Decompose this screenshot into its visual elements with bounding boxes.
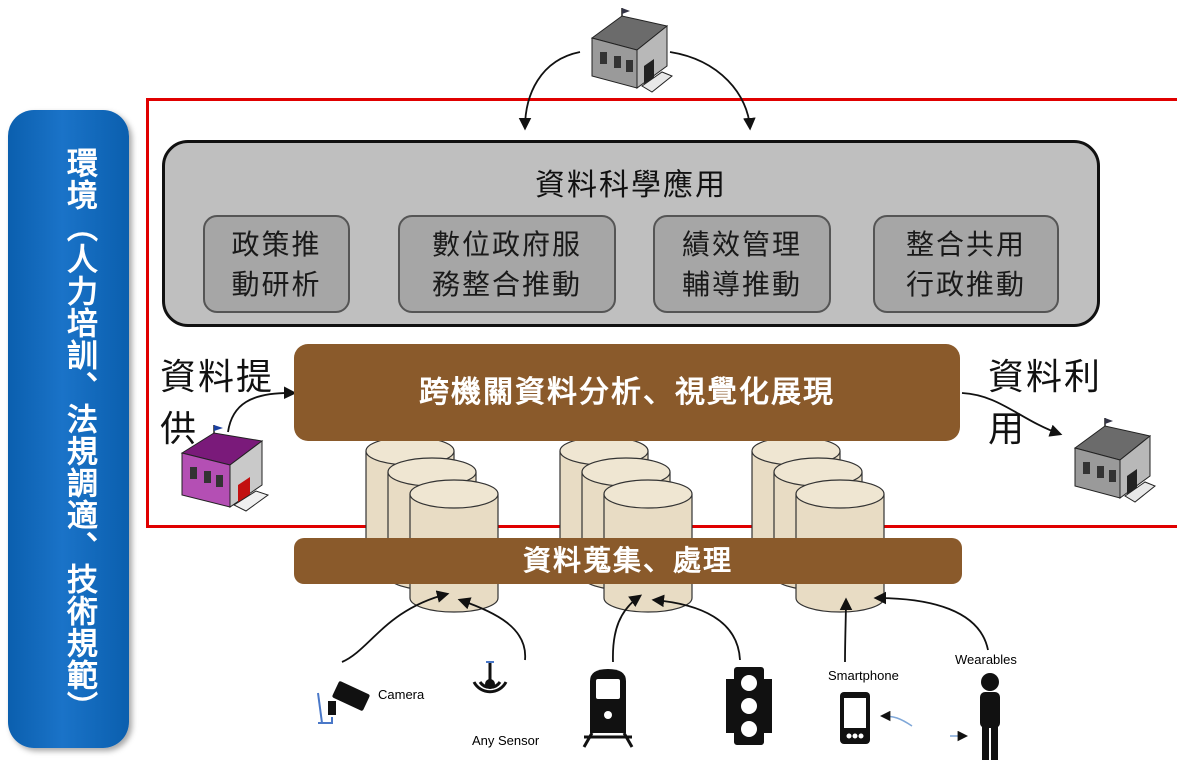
environment-sidebar (8, 110, 129, 748)
analysis-visualization-bar: 跨機關資料分析、視覺化展現 (294, 344, 960, 441)
arrow-icon (669, 51, 756, 131)
arrow-icon (873, 591, 989, 651)
app-card-policy: 政策推 動研析 (203, 215, 350, 313)
wearables-label: Wearables (955, 652, 1017, 667)
traffic-light-icon (726, 667, 772, 745)
database-cylinder-icon (751, 436, 885, 613)
app-card-line: 務整合推動 (431, 268, 582, 301)
arrow-icon (651, 594, 741, 661)
app-card-line: 政策推 (231, 228, 322, 261)
data-provide-label: 資料提 供 (160, 352, 300, 456)
data-use-line: 用 (988, 409, 1027, 450)
data-provide-line: 供 (160, 409, 199, 450)
sensor-icon (472, 661, 508, 694)
data-use-label: 資料利 用 (988, 352, 1118, 456)
arrow-icon (879, 710, 913, 727)
app-card-line: 輔導推動 (681, 268, 802, 301)
data-provide-line: 資料提 (160, 357, 275, 398)
camera-icon (317, 681, 370, 724)
app-card-digital-gov: 數位政府服 務整合推動 (398, 215, 616, 313)
app-card-shared-admin: 整合共用 行政推動 (873, 215, 1059, 313)
sensor-label: Any Sensor (472, 733, 540, 748)
arrow-icon (612, 594, 643, 663)
app-card-line: 績效管理 (681, 228, 802, 261)
applications-title: 資料科學應用 (535, 168, 727, 203)
train-icon (582, 669, 634, 748)
arrow-icon (518, 51, 581, 131)
database-cylinder-icon (365, 436, 499, 613)
app-card-line: 整合共用 (905, 228, 1026, 261)
app-card-line: 行政推動 (905, 268, 1026, 301)
environment-label: 環境（人力培訓、法規調適、技術規範） (61, 147, 97, 723)
provider-building-icon (180, 425, 270, 512)
arrow-icon (961, 392, 1063, 437)
person-icon (980, 673, 1000, 760)
app-card-performance: 績效管理 輔導推動 (653, 215, 831, 313)
data-use-line: 資料利 (988, 357, 1103, 398)
building-icon-top (591, 7, 673, 93)
database-cylinder-icon (559, 436, 693, 613)
arrow-icon (839, 597, 853, 663)
data-collection-bar: 資料蒐集、處理 (294, 538, 962, 584)
smartphone-icon (840, 692, 870, 744)
app-card-line: 動研析 (231, 268, 322, 301)
app-card-line: 數位政府服 (431, 228, 582, 261)
smartphone-label: Smartphone (828, 668, 899, 683)
camera-label: Camera (378, 687, 425, 702)
arrow-icon (227, 386, 297, 433)
user-building-icon (1074, 417, 1156, 503)
arrow-icon (341, 590, 450, 663)
arrow-icon (457, 597, 526, 661)
